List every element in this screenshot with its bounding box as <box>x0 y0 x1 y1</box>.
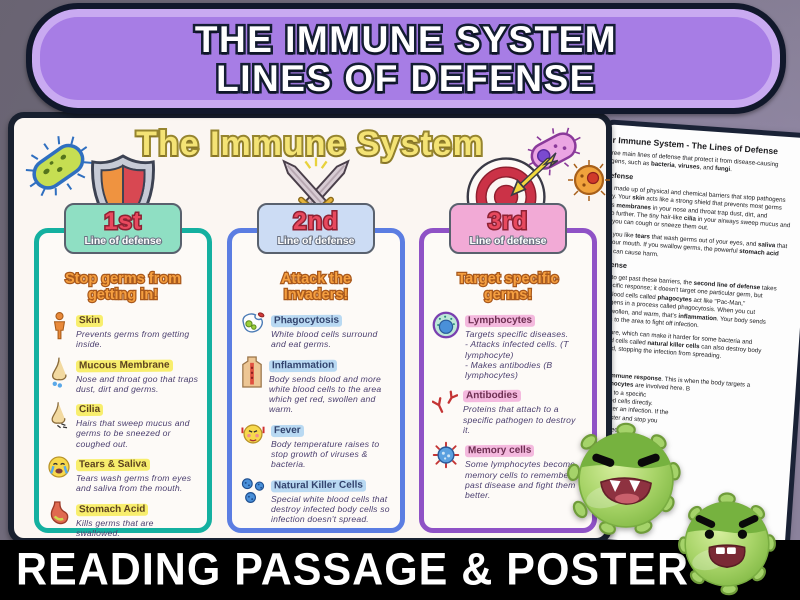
item-skin: Skin Prevents germs from getting inside. <box>47 310 199 350</box>
header-line1: THE IMMUNE SYSTEM <box>192 17 618 61</box>
second-line-column: Attack the Invaders! Phagocytosis White … <box>227 152 405 533</box>
item-lymphocytes: Lymphocytes Targets specific diseases. -… <box>432 310 584 380</box>
bacteria-doodle-icon <box>25 136 92 197</box>
header-title: THE IMMUNE SYSTEM LINES OF DEFENSE <box>192 17 618 100</box>
badge-number: 2nd <box>292 208 340 236</box>
item-desc: Body temperature raises to stop growth o… <box>271 438 380 470</box>
badge-number: 1st <box>103 208 143 236</box>
item-phagocytosis: Phagocytosis White blood cells surround … <box>240 310 392 350</box>
item-title: Phagocytosis <box>270 314 343 328</box>
column-heading: Stop germs from getting in! <box>64 270 183 305</box>
item-desc: Nose and throat goo that traps dust, dir… <box>76 373 199 394</box>
item-desc: Body sends blood and more white blood ce… <box>269 373 382 415</box>
item-title: Memory cells <box>464 445 535 458</box>
orange-germ-doodle-icon <box>568 160 610 201</box>
stomach-icon <box>47 499 71 539</box>
item-fever: Fever Body temperature raises to stop gr… <box>240 420 392 470</box>
item-cilia: Cilia Hairs that sweep mucus and germs t… <box>47 399 199 449</box>
inflamed-body-icon <box>240 355 264 415</box>
first-line-column: Stop germs from getting in! Skin Prevent… <box>34 153 212 538</box>
item-natural-killer-cells: Natural Killer Cells Special white blood… <box>240 475 392 525</box>
item-desc: Kills germs that are swallowed. <box>76 517 154 538</box>
item-title: Skin <box>75 314 104 328</box>
immune-system-poster: The Immune System <box>8 112 612 544</box>
footer-banner: READING PASSAGE & POSTER <box>0 540 800 600</box>
crossed-swords-icon <box>274 152 358 234</box>
item-desc: White blood cells surround and eat germs… <box>271 329 378 350</box>
item-mucous-membrane: Mucous Membrane Nose and throat goo that… <box>47 355 199 395</box>
nose-icon <box>47 355 71 395</box>
document-lines: ree main lines of defense that protect i… <box>591 149 791 451</box>
item-title: Stomach Acid <box>75 503 149 516</box>
item-stomach-acid: Stomach Acid Kills germs that are swallo… <box>47 499 199 539</box>
footer-label: READING PASSAGE & POSTER <box>16 544 690 595</box>
item-title: Inflammation <box>268 359 338 372</box>
fever-face-icon <box>240 420 266 470</box>
badge-label: Line of defense <box>83 235 162 248</box>
badge-3rd-line: 3rd Line of defense <box>449 203 567 254</box>
item-desc: Special white blood cells that destroy i… <box>271 493 390 525</box>
item-desc: Tears wash germs from eyes and saliva fr… <box>76 473 192 494</box>
item-title: Lymphocytes <box>464 314 536 328</box>
item-desc: Proteins that attach to a specific patho… <box>463 404 576 436</box>
item-desc: Some lymphocytes become memory cells to … <box>465 459 576 501</box>
column-heading: Attack the Invaders! <box>280 270 353 305</box>
badge-2nd-line: 2nd Line of defense <box>257 203 375 254</box>
first-line-box: Stop germs from getting in! Skin Prevent… <box>34 228 212 538</box>
memory-cell-icon <box>432 440 460 500</box>
item-memory-cells: Memory cells Some lymphocytes become mem… <box>432 440 584 500</box>
pink-germ-doodle-icon <box>527 127 581 176</box>
lymphocyte-cell-icon <box>432 310 460 380</box>
badge-number: 3rd <box>486 208 529 236</box>
poster-title: The Immune System <box>134 123 485 165</box>
badge-1st-line: 1st Line of defense <box>64 203 182 254</box>
item-desc: Prevents germs from getting inside. <box>76 329 190 350</box>
natural-killer-cells-icon <box>240 475 266 525</box>
header-line2: LINES OF DEFENSE <box>214 56 597 100</box>
item-title: Natural Killer Cells <box>270 479 366 493</box>
third-line-column: Target specific germs! Lymphocytes Targe… <box>419 152 597 533</box>
third-line-box: Target specific germs! Lymphocytes Targe… <box>419 228 597 533</box>
crying-face-icon <box>47 454 71 494</box>
item-antibodies: Antibodies Proteins that attach to a spe… <box>432 385 584 435</box>
phagocyte-cell-icon <box>240 310 266 350</box>
item-inflammation: Inflammation Body sends blood and more w… <box>240 355 392 415</box>
item-tears-saliva: Tears & Saliva Tears wash germs from eye… <box>47 454 199 494</box>
person-icon <box>47 310 71 350</box>
header-banner: THE IMMUNE SYSTEM LINES OF DEFENSE <box>26 3 786 114</box>
item-desc: Targets specific diseases. - Attacks inf… <box>465 329 569 381</box>
sneezing-nose-icon <box>47 399 71 449</box>
item-title: Cilia <box>75 404 104 417</box>
item-desc: Hairs that sweep mucus and germs to be s… <box>76 418 190 449</box>
germ-character-small <box>678 492 776 596</box>
item-title: Antibodies <box>462 390 521 403</box>
column-heading: Target specific germs! <box>456 270 560 305</box>
antibody-icon <box>432 385 458 435</box>
item-title: Mucous Membrane <box>75 359 173 373</box>
item-title: Fever <box>270 424 304 437</box>
item-title: Tears & Saliva <box>75 458 150 472</box>
badge-label: Line of defense <box>468 235 547 248</box>
badge-label: Line of defense <box>276 235 355 248</box>
second-line-box: Attack the Invaders! Phagocytosis White … <box>227 228 405 533</box>
germ-character-large <box>567 422 681 535</box>
